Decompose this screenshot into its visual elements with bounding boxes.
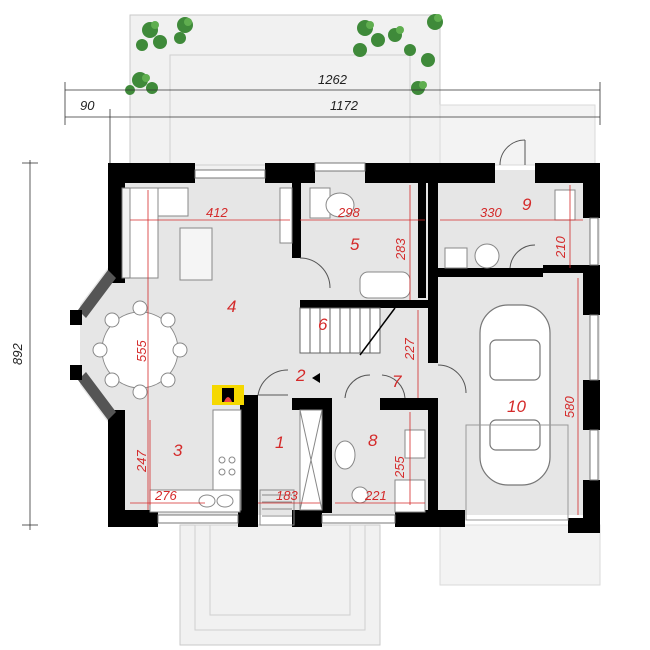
bath-fixtures-5 (279, 187, 411, 299)
dim-room5-height: 283 (393, 238, 408, 261)
dim-stair-height: 227 (402, 338, 417, 361)
entrance-door (259, 489, 295, 526)
room-label-9: 9 (522, 195, 532, 214)
dim-hall-width: 183 (276, 488, 298, 503)
room-label-2: 2 (295, 366, 306, 385)
dim-outer-total: 1262 (318, 72, 348, 87)
right-walkway (439, 104, 596, 166)
dim-garage-height: 580 (562, 396, 577, 418)
fireplace-icon (212, 385, 244, 405)
dining-table (92, 300, 188, 400)
dim-kitchen-width: 276 (154, 488, 177, 503)
dim-bath-height: 255 (392, 456, 407, 479)
dim-overall-height: 892 (10, 343, 25, 365)
dim-bath-width: 221 (364, 488, 387, 503)
dim-room9-width: 330 (480, 205, 502, 220)
room-label-3: 3 (173, 441, 183, 460)
dim-kitchen-height: 247 (134, 450, 149, 473)
plant-icon (125, 14, 443, 95)
dim-inner-total: 1172 (330, 98, 359, 113)
dim-living-width: 412 (206, 205, 228, 220)
staircase (299, 307, 396, 356)
walls (70, 163, 600, 533)
garage-door-line (465, 424, 569, 521)
door-swings (257, 139, 536, 399)
dimension-lines-top (64, 82, 601, 170)
room-label-7: 7 (392, 372, 402, 391)
kitchen-counter (149, 409, 242, 513)
room-label-1: 1 (275, 433, 284, 452)
room-label-6: 6 (318, 315, 328, 334)
entrance-steps (179, 524, 381, 646)
room-label-5: 5 (350, 235, 360, 254)
room-label-4: 4 (227, 297, 236, 316)
dim-dining-diameter: 555 (134, 340, 149, 362)
dim-room5-width: 298 (337, 205, 360, 220)
sofa (129, 187, 213, 281)
terrace-top (129, 14, 441, 171)
dimension-line-left (22, 160, 38, 530)
car-icon (479, 304, 551, 486)
interior-dimension-lines (130, 185, 583, 515)
arrow-icon (312, 373, 320, 383)
driveway (439, 524, 601, 586)
wardrobe (299, 409, 323, 511)
dim-room9-height: 210 (553, 236, 568, 259)
dim-left-offset: 90 (80, 98, 95, 113)
room-label-10: 10 (507, 397, 526, 416)
windows (121, 162, 599, 524)
room-label-8: 8 (368, 431, 378, 450)
